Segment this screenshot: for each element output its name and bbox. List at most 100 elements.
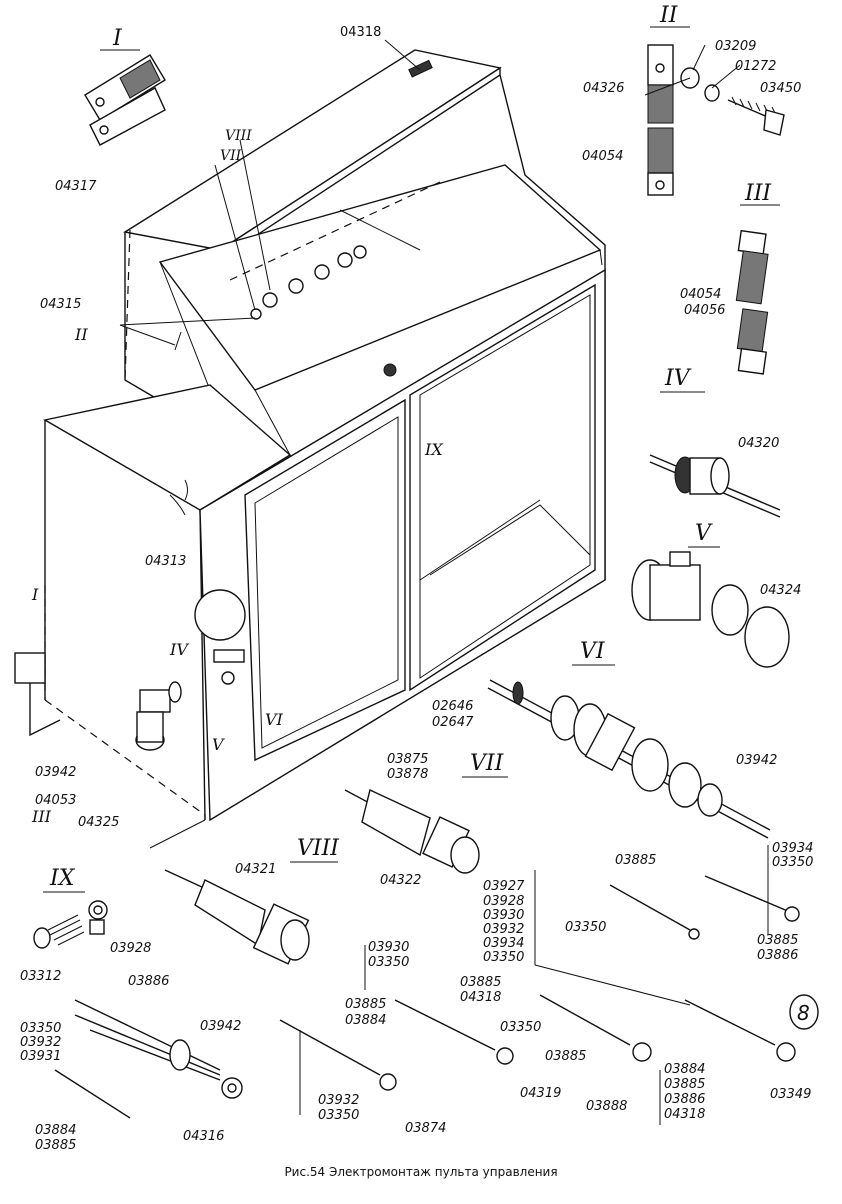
label-03886-c: 03886: [664, 1092, 705, 1107]
label-03350-f: 03350: [500, 1020, 541, 1035]
label-04313: 04313: [145, 554, 186, 569]
label-03942-VI: 03942: [736, 753, 777, 768]
label-03209: 03209: [715, 39, 756, 54]
floor-outline-dashed: [44, 699, 206, 820]
detail-III-strap: [735, 229, 769, 375]
left-junction-box: [14, 652, 46, 684]
label-04318-c: 04318: [664, 1107, 705, 1122]
label-04326: 04326: [583, 81, 624, 96]
marker-I: I: [31, 585, 39, 604]
label-03312: 03312: [20, 969, 61, 984]
label-03942-cabinet: 03942: [35, 765, 76, 780]
label-03350-a: 03350: [565, 920, 606, 935]
label-04318-top: 04318: [340, 25, 381, 40]
view-I-top: I: [112, 26, 123, 51]
detail-IX-screw-lug: [33, 900, 108, 949]
side-meter: [194, 589, 246, 641]
figure-caption: Рис.54 Электромонтаж пульта управления: [284, 1165, 558, 1179]
label-03885-e: 03885: [460, 975, 501, 990]
marker-IX: IX: [424, 440, 443, 459]
label-03350-d: 03350: [318, 1108, 359, 1123]
detail-V-fitting: [631, 551, 790, 668]
marker-VII: VII: [220, 148, 242, 164]
label-03350-e: 03350: [368, 955, 409, 970]
marker-II: II: [74, 325, 88, 344]
label-03886-a: 03886: [757, 948, 798, 963]
label-03927: 03927: [483, 879, 525, 894]
label-01272: 01272: [735, 59, 776, 74]
marker-III: III: [31, 807, 52, 826]
label-02646: 02646: [432, 699, 473, 714]
cabinet-front-face: [199, 268, 606, 822]
label-03942-IX: 03942: [200, 1019, 241, 1034]
marker-VI: VI: [265, 710, 284, 729]
label-04317: 04317: [55, 179, 97, 194]
label-03930-g: 03930: [483, 908, 524, 923]
label-03885-f: 03885: [545, 1049, 586, 1064]
label-03931: 03931: [20, 1049, 61, 1064]
cabinet-shelf-top: [43, 384, 292, 511]
connector-04318: [408, 59, 433, 78]
label-group-03927: 03927 03928 03930 03932 03934 03350: [483, 879, 525, 965]
label-03932-b: 03932: [318, 1093, 359, 1108]
detail-VIII-plug: [164, 869, 310, 965]
part-labels: 04318 04317 04315 04313 03942 04053 0432…: [20, 25, 813, 1153]
marker-VIII: VIII: [225, 128, 252, 144]
terminal-lugs: [279, 875, 800, 1091]
label-03884-a: 03884: [35, 1123, 76, 1138]
label-04320: 04320: [738, 436, 779, 451]
view-VI: VI: [580, 639, 606, 664]
label-03450: 03450: [760, 81, 801, 96]
label-04316: 04316: [183, 1129, 224, 1144]
view-labels: I II III IV V VI VII VIII IX VII VIII II…: [31, 3, 780, 893]
label-04054-strap: 04054: [582, 149, 623, 164]
left-door: [244, 398, 406, 762]
label-03930: 03930: [368, 940, 409, 955]
marker-V: V: [212, 735, 225, 754]
label-03350-b: 03350: [772, 855, 813, 870]
right-door-opening: [409, 283, 596, 692]
label-03934-g: 03934: [483, 936, 524, 951]
label-03350-c: 03350: [20, 1021, 61, 1036]
label-03928: 03928: [110, 941, 151, 956]
label-03888: 03888: [586, 1099, 627, 1114]
leader-lines: [119, 39, 769, 1125]
label-04324: 04324: [760, 583, 801, 598]
label-04322: 04322: [380, 873, 421, 888]
harness-bundle: [54, 999, 243, 1119]
view-VII: VII: [470, 751, 505, 776]
label-03885-a: 03885: [615, 853, 656, 868]
label-03885-d: 03885: [345, 997, 386, 1012]
label-03874: 03874: [405, 1121, 446, 1136]
label-03875: 03875: [387, 752, 428, 767]
label-03350-g: 03350: [483, 950, 524, 965]
view-IV: IV: [664, 366, 692, 391]
page-marker-circle: [789, 994, 819, 1030]
label-04318-b: 04318: [460, 990, 501, 1005]
console-cabinet: [14, 49, 606, 849]
detail-IV-bushing: [649, 454, 781, 518]
label-04053: 04053: [35, 793, 76, 808]
label-03349: 03349: [770, 1087, 811, 1102]
label-03932-g: 03932: [483, 922, 524, 937]
panel-connector-ix: [383, 363, 397, 377]
detail-VI-connector: [487, 679, 771, 839]
label-02647: 02647: [432, 715, 474, 730]
view-IX: IX: [49, 866, 76, 891]
panel-switches: [250, 245, 367, 320]
detail-VII-plug: [344, 789, 480, 874]
detail-II-strap: [647, 44, 785, 196]
label-03885-g: 03885: [664, 1077, 705, 1092]
label-04056: 04056: [684, 303, 725, 318]
marker-IV: IV: [169, 640, 189, 659]
view-V: V: [695, 521, 713, 546]
label-04321: 04321: [235, 862, 276, 877]
label-03885-b: 03885: [757, 933, 798, 948]
label-03878: 03878: [387, 767, 428, 782]
label-03884-c: 03884: [664, 1062, 705, 1077]
label-03928-g: 03928: [483, 894, 524, 909]
label-04319: 04319: [520, 1086, 561, 1101]
label-03886-b: 03886: [128, 974, 169, 989]
